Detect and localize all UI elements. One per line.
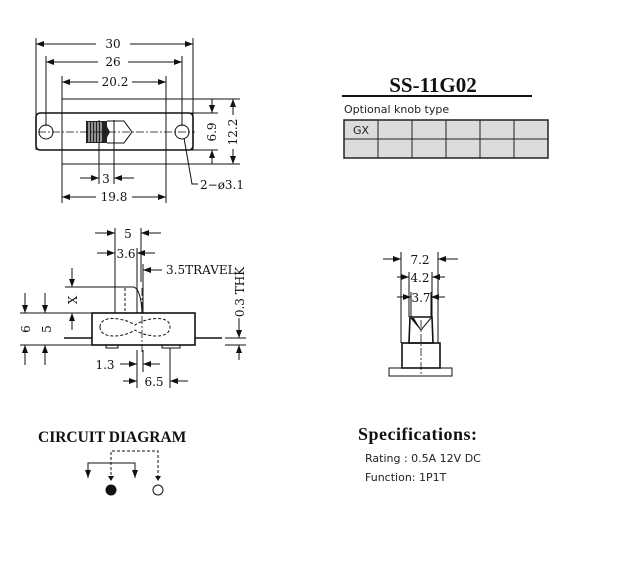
knob-table-label: Optional knob type xyxy=(344,103,449,116)
dim-hole-diameter: 2−ø3.1 xyxy=(200,178,244,192)
dim-26: 26 xyxy=(105,55,120,69)
circuit-diagram: CIRCUIT DIAGRAM xyxy=(38,429,187,496)
specifications: Specifications: Rating : 0.5A 12V DC Fun… xyxy=(358,424,481,484)
spec-function: Function: 1P1T xyxy=(365,471,447,484)
dim-5-left: 5 xyxy=(40,325,54,333)
common-terminal-icon xyxy=(105,484,117,496)
part-header: SS-11G02 Optional knob type GX xyxy=(342,73,549,159)
spec-rating: Rating : 0.5A 12V DC xyxy=(365,452,481,465)
dim-19-8: 19.8 xyxy=(101,190,128,204)
dim-3: 3 xyxy=(102,172,110,186)
dim-4-2: 4.2 xyxy=(410,271,429,285)
dim-thickness: 0.3 THK xyxy=(233,266,247,317)
front-view: 7.2 4.2 3.7 xyxy=(383,252,458,377)
dim-20-2: 20.2 xyxy=(102,75,129,89)
dim-12-2: 12.2 xyxy=(226,119,240,146)
dim-30: 30 xyxy=(105,37,120,51)
specifications-title: Specifications: xyxy=(358,424,478,444)
dim-travel: 3.5TRAVEL xyxy=(166,263,236,277)
dim-6-5: 6.5 xyxy=(144,375,163,389)
top-view: 30 26 20.2 6.9 12.2 3 19.8 2−ø3.1 xyxy=(35,37,244,204)
dim-6-9: 6.9 xyxy=(205,122,219,141)
circuit-title: CIRCUIT DIAGRAM xyxy=(38,429,187,446)
dim-3-7: 3.7 xyxy=(411,291,430,305)
side-view: 5 3.6 3.5TRAVEL 6 5 X 0.3 THK 1.3 6.5 xyxy=(19,227,247,389)
knob-table: GX xyxy=(343,119,549,159)
dim-6: 6 xyxy=(19,325,33,333)
dim-1-3: 1.3 xyxy=(95,358,114,372)
part-number: SS-11G02 xyxy=(389,73,477,97)
knob-table-cell: GX xyxy=(353,124,370,137)
open-terminal-icon xyxy=(152,484,164,496)
dim-7-2: 7.2 xyxy=(410,253,429,267)
dim-3-6: 3.6 xyxy=(116,247,135,261)
dim-x: X xyxy=(66,295,80,304)
dim-5-top: 5 xyxy=(124,227,132,241)
